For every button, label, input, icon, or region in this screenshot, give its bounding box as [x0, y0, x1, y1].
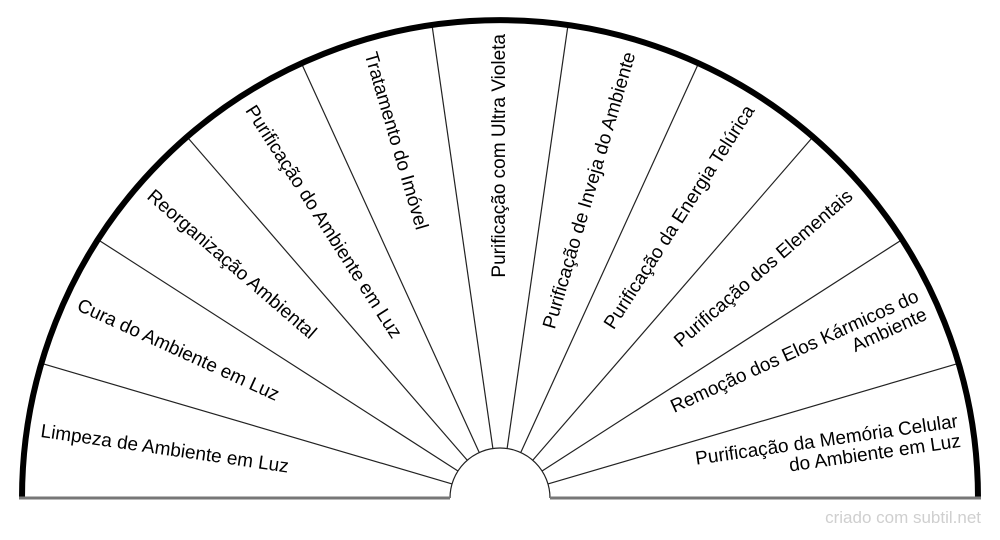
sector-divider	[541, 239, 903, 472]
sector-divider	[300, 62, 480, 453]
sector-divider	[431, 24, 494, 449]
sector-label[interactable]: Cura do Ambiente em Luz	[74, 295, 283, 405]
sector-divider	[41, 362, 453, 485]
sector-label[interactable]: Purificação com Ultra Violeta	[489, 34, 510, 278]
sector-labels: Limpeza de Ambiente em Luz Cura do Ambien…	[39, 34, 963, 489]
sector-label[interactable]: Reorganização Ambiental	[143, 186, 320, 344]
sector-label-text: Reorganização Ambiental	[143, 186, 320, 344]
footer-credit: criado com subtil.net	[825, 508, 981, 527]
sector-divider	[186, 136, 468, 461]
sector-label-text: Limpeza de Ambiente em Luz	[39, 421, 290, 477]
sector-divider	[97, 239, 459, 472]
sector-divider	[532, 136, 814, 461]
sector-divider	[520, 62, 700, 453]
sector-divider	[506, 24, 569, 449]
inner-arc	[449, 447, 551, 499]
sector-dividers	[41, 24, 959, 485]
sector-label[interactable]: Limpeza de Ambiente em Luz	[39, 421, 290, 477]
outer-arc	[19, 17, 981, 499]
sector-divider	[547, 362, 959, 485]
sector-label-text: Cura do Ambiente em Luz	[74, 295, 283, 405]
sector-label-text: Purificação com Ultra Violeta	[489, 34, 510, 278]
sector-label-text: Tratamento do Imóvel	[360, 50, 432, 233]
sector-label[interactable]: Tratamento do Imóvel	[360, 50, 432, 233]
